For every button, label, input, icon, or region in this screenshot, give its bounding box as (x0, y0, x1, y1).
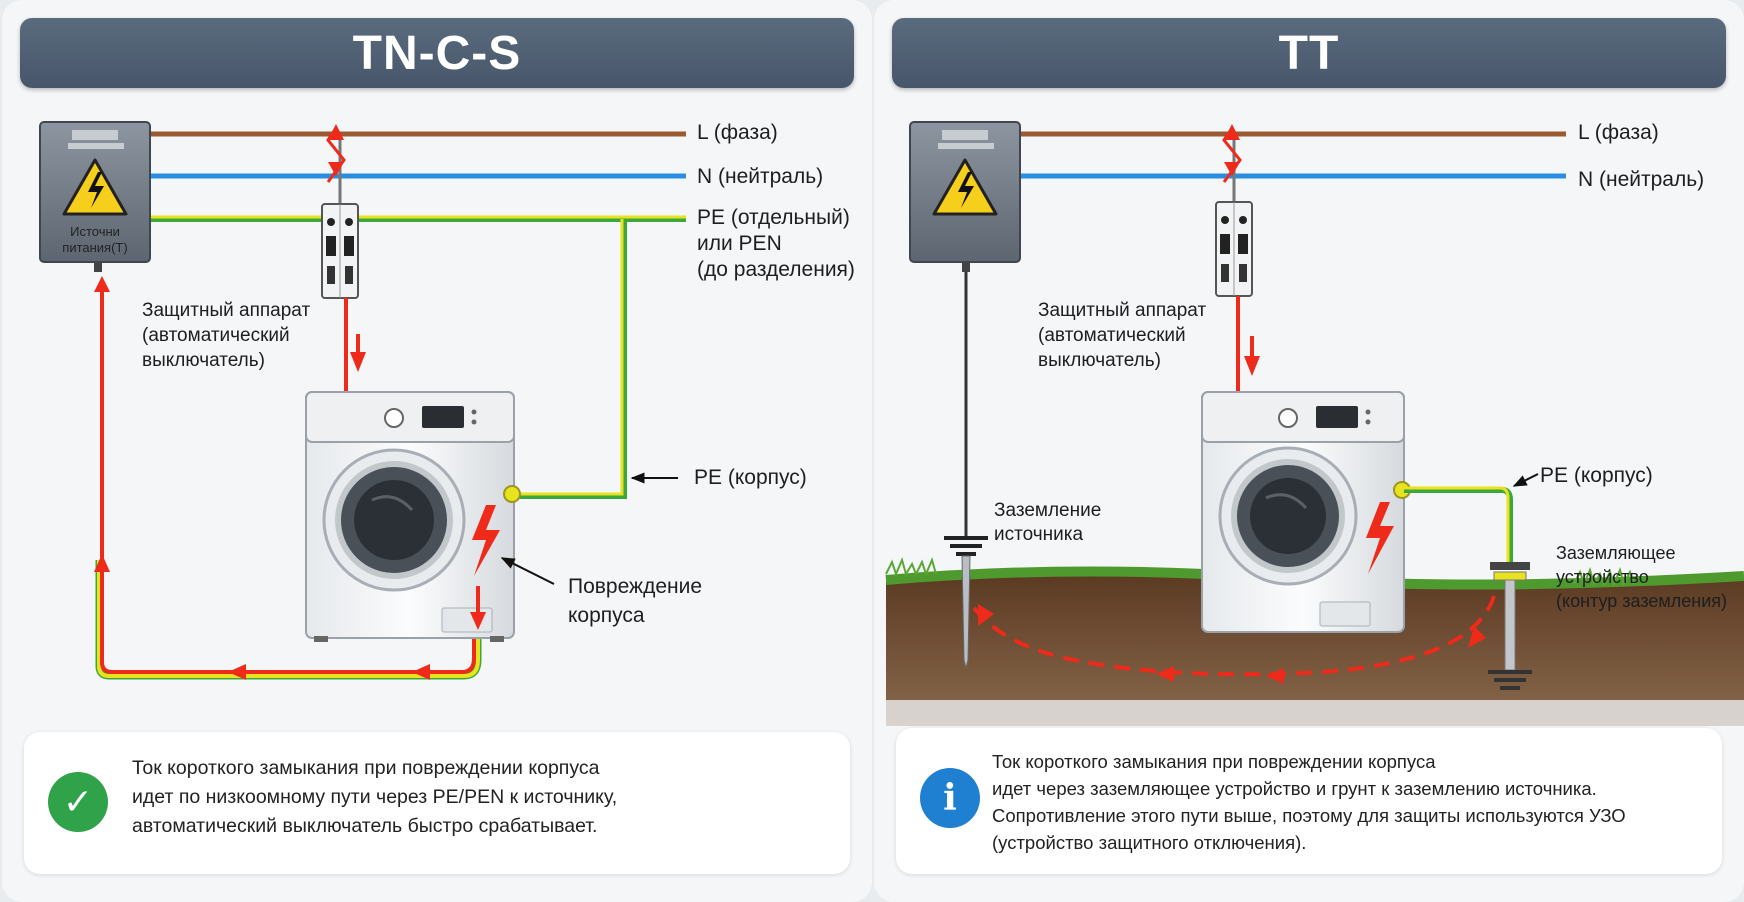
label-pe-line1: PE (отдельный) (697, 206, 850, 229)
power-source-box: Источни питания(Т) (39, 121, 151, 272)
power-source-box (909, 121, 1021, 272)
label-l-phase: L (фаза) (1578, 121, 1659, 144)
label-l-phase: L (фаза) (697, 121, 778, 144)
fault-arrow (228, 664, 246, 680)
svg-text:питания(Т): питания(Т) (62, 240, 127, 255)
pe-body-wire (1404, 487, 1513, 566)
fault-return-path (100, 284, 476, 674)
info-icon: i (920, 768, 980, 828)
washing-machine (1201, 391, 1411, 633)
fault-path-ground (972, 595, 1496, 677)
breaker-label-line: Защитный аппарат (142, 300, 311, 321)
tn-c-s-info-box: ✓ Ток короткого замыкания при повреждени… (24, 732, 850, 874)
fault-arrow (978, 604, 994, 626)
label-pe-body: PE (корпус) (1540, 464, 1653, 487)
info-line: идет по низкоомному пути через PE/PEN к … (132, 786, 618, 808)
label-pe-line3: (до разделения) (697, 258, 855, 281)
label-pe-body: PE (корпус) (694, 466, 807, 489)
label-n-neutral: N (нейтраль) (1578, 168, 1705, 191)
source-ground-label-line: Заземление (994, 500, 1102, 521)
tt-panel: TT (874, 0, 1744, 902)
info-line: Ток короткого замыкания при повреждении … (992, 751, 1436, 772)
tn-c-s-panel: TN-C-S (2, 0, 872, 902)
ground-device-label-line: устройство (1556, 567, 1649, 587)
fault-arrow (1468, 626, 1486, 648)
tt-info-box: i Ток короткого замыкания при повреждени… (896, 728, 1722, 874)
breaker-label-line: Защитный аппарат (1038, 300, 1207, 321)
info-line: Сопротивление этого пути выше, поэтому д… (992, 805, 1626, 826)
fault-arrow (94, 276, 110, 292)
ground-device-label-line: (контур заземления) (1556, 591, 1728, 611)
label-n-neutral: N (нейтраль) (697, 165, 824, 188)
breaker-label-line: (автоматический (142, 325, 290, 346)
breaker-label-line: (автоматический (1038, 325, 1186, 346)
info-line: Ток короткого замыкания при повреждении … (132, 757, 600, 779)
fault-arrow (1156, 666, 1174, 682)
fault-lightning-icon (472, 505, 500, 576)
ground-device-label-line: Заземляющее (1556, 543, 1676, 563)
grounding-device (1488, 562, 1532, 690)
fault-arrow (94, 554, 110, 572)
damage-label-line: Повреждение (568, 575, 703, 598)
label-pe-line2: или PEN (697, 232, 782, 255)
svg-text:Источни: Источни (70, 224, 120, 239)
source-ground-electrode (961, 555, 971, 669)
panel-title-tt: TT (892, 18, 1726, 88)
tt-diagram (885, 121, 1744, 726)
info-line: идет через заземляющее устройство и грун… (992, 778, 1597, 799)
panel-title-tn-c-s: TN-C-S (20, 18, 854, 88)
breaker-label-line: выключатель) (142, 350, 265, 371)
tn-c-s-diagram: Источни питания(Т) (39, 121, 686, 680)
fault-arrow (1266, 668, 1284, 684)
checkmark-icon: ✓ (48, 772, 108, 832)
source-ground-label-line: источника (994, 524, 1084, 545)
fault-lightning-icon (1366, 502, 1394, 574)
breaker-label-line: выключатель) (1038, 350, 1161, 371)
fault-arrow (412, 664, 430, 680)
info-line: (устройство защитного отключения). (992, 832, 1307, 853)
info-line: автоматический выключатель быстро срабат… (132, 815, 598, 837)
pe-body-wire (512, 219, 627, 499)
washing-machine (305, 391, 521, 642)
circuit-breaker (321, 134, 359, 299)
damage-label-line: корпуса (568, 604, 645, 627)
circuit-breaker (1215, 134, 1253, 297)
